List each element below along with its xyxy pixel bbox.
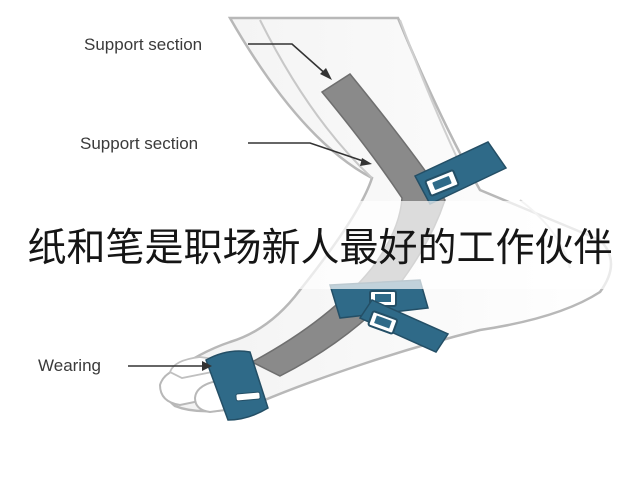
- label-support-section-top: Support section: [84, 35, 203, 54]
- ankle-strap-buckle-inner: [432, 176, 452, 190]
- foot-contour: [259, 19, 373, 179]
- arrow-wearing: [202, 361, 212, 371]
- caption-text: 纸和笔是职场新人最好的工作伙伴: [27, 226, 613, 271]
- toe-strap: [205, 350, 269, 421]
- leader-support-mid: [248, 142, 367, 163]
- ankle-contour: [399, 19, 459, 161]
- mid-strap-lower-buckle-inner: [374, 315, 392, 329]
- leader-support-top: [248, 43, 329, 77]
- mid-strap-upper-buckle-inner: [375, 294, 391, 302]
- caption-banner: 纸和笔是职场新人最好的工作伙伴: [0, 201, 640, 289]
- arrow-support-mid: [360, 158, 372, 166]
- arrow-support-top: [320, 68, 332, 80]
- label-wearing: Wearing: [38, 356, 101, 375]
- mid-strap-lower: [358, 299, 450, 353]
- toe-strap-slot: [235, 391, 261, 402]
- label-support-section-mid: Support section: [80, 134, 199, 153]
